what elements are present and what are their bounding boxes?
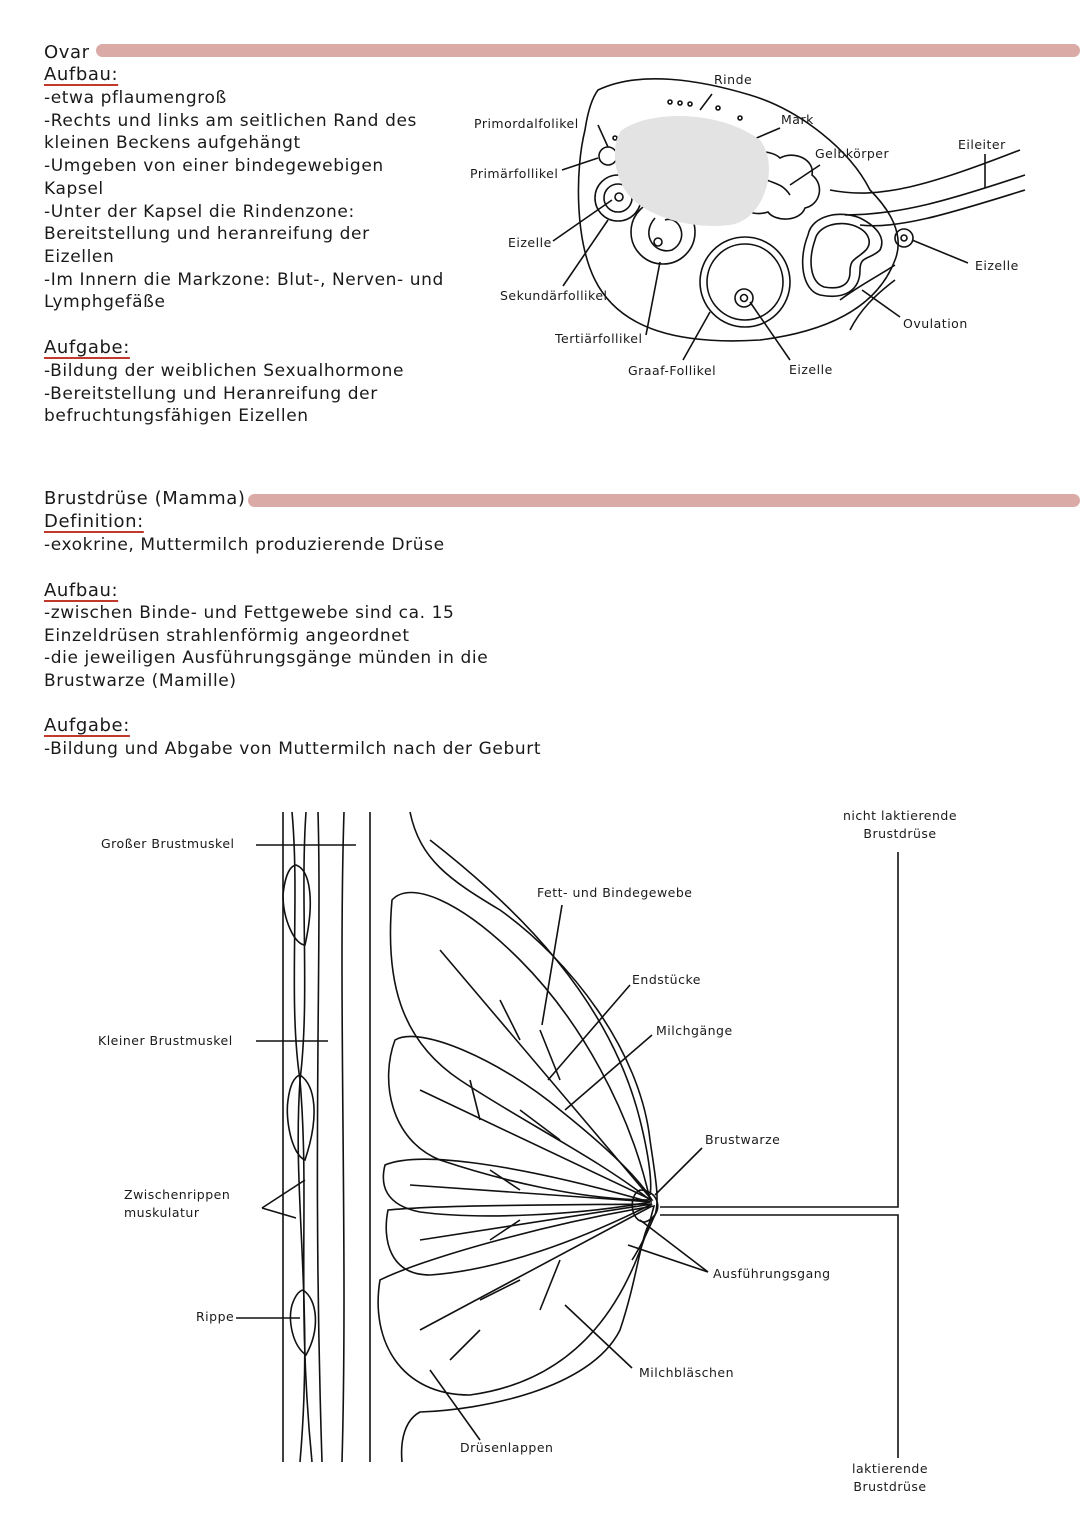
label-laktierende-brustdruese: laktierende Brustdrüse bbox=[851, 1461, 929, 1494]
label-ausfuehrungsgang: Ausführungsgang bbox=[713, 1266, 831, 1281]
ovar-aufbau-line: Kapsel bbox=[44, 178, 104, 199]
brust-heading: Brustdrüse (Mamma) bbox=[44, 488, 246, 509]
label-eizelle-bottom: Eizelle bbox=[789, 362, 833, 377]
label-eizelle-right: Eizelle bbox=[975, 258, 1019, 273]
ovar-aufgabe-line: befruchtungsfähigen Eizellen bbox=[44, 406, 309, 427]
brust-aufbau-line: Einzeldrüsen strahlenförmig angeordnet bbox=[44, 625, 410, 646]
ovar-aufbau-line: -Rechts und links am seitlichen Rand des bbox=[44, 110, 417, 131]
label-primordialfollikel: Primordalfolikel bbox=[474, 116, 579, 131]
ovar-aufbau-line: -Unter der Kapsel die Rindenzone: bbox=[44, 201, 355, 222]
label-eileiter: Eileiter bbox=[958, 137, 1006, 152]
ovar-aufbau-line: Bereitstellung und heranreifung der bbox=[44, 224, 370, 245]
label-rippe: Rippe bbox=[196, 1309, 235, 1324]
brust-definition-list: -exokrine, Muttermilch produzierende Drü… bbox=[44, 534, 445, 557]
brust-aufgabe-list: -Bildung und Abgabe von Muttermilch nach… bbox=[44, 738, 541, 761]
ovar-aufgabe-list: -Bildung der weiblichen Sexualhormone-Be… bbox=[44, 360, 404, 428]
brust-heading-bar bbox=[248, 494, 1080, 507]
ovar-aufbau-line: Eizellen bbox=[44, 246, 115, 267]
brust-aufbau-line: Brustwarze (Mamille) bbox=[44, 671, 237, 692]
brust-aufgabe-line: -Bildung und Abgabe von Muttermilch nach… bbox=[44, 739, 542, 759]
ovar-heading: Ovar bbox=[44, 42, 90, 63]
brust-aufbau-line: -die jeweiligen Ausführungsgänge münden … bbox=[44, 648, 489, 669]
label-kleiner-brustmuskel: Kleiner Brustmuskel bbox=[98, 1033, 233, 1048]
label-zwischenrippenmuskulatur: Zwischenrippen muskulatur bbox=[124, 1187, 231, 1220]
brust-definition-title: Definition: bbox=[44, 511, 144, 532]
label-druesenlappen: Drüsenlappen bbox=[460, 1440, 554, 1455]
label-primaerfollikel: Primärfollikel bbox=[470, 166, 559, 181]
label-graaf-follikel: Graaf-Follikel bbox=[628, 363, 717, 378]
brust-aufbau-line: -zwischen Binde- und Fettgewebe sind ca.… bbox=[44, 603, 455, 623]
label-rinde: Rinde bbox=[714, 72, 753, 87]
label-brustwarze: Brustwarze bbox=[705, 1132, 781, 1147]
brust-aufbau-title: Aufbau: bbox=[44, 580, 119, 601]
label-ovulation: Ovulation bbox=[903, 316, 968, 331]
label-sekundaerfollikel: Sekundärfollikel bbox=[500, 288, 608, 303]
ovar-aufbau-title: Aufbau: bbox=[44, 64, 119, 85]
label-nicht-laktierende-brustdruese: nicht laktierende Brustdrüse bbox=[842, 808, 958, 841]
ovar-aufbau-line: -etwa pflaumengroß bbox=[44, 88, 227, 108]
ovar-diagram bbox=[552, 78, 1026, 361]
ovar-aufgabe-title: Aufgabe: bbox=[44, 337, 130, 358]
label-grosser-brustmuskel: Großer Brustmuskel bbox=[101, 836, 235, 851]
label-gelbkoerper: Gelbkörper bbox=[815, 146, 890, 161]
brust-definition-line: -exokrine, Muttermilch produzierende Drü… bbox=[44, 535, 445, 555]
label-milchblaeschen: Milchbläschen bbox=[639, 1365, 735, 1380]
ovar-aufgabe-line: -Bereitstellung und Heranreifung der bbox=[44, 383, 378, 404]
label-tertiaerfollikel: Tertiärfollikel bbox=[555, 331, 643, 346]
ovar-aufbau-line: -Umgeben von einer bindegewebigen bbox=[44, 156, 384, 177]
brust-aufgabe-title: Aufgabe: bbox=[44, 715, 130, 736]
label-eizelle-left: Eizelle bbox=[508, 235, 552, 250]
ovar-aufbau-line: kleinen Beckens aufgehängt bbox=[44, 133, 301, 154]
label-mark: Mark bbox=[781, 112, 814, 127]
label-endstuecke: Endstücke bbox=[632, 972, 701, 987]
ovar-heading-bar bbox=[96, 44, 1080, 57]
ovar-aufgabe-line: -Bildung der weiblichen Sexualhormone bbox=[44, 361, 405, 381]
ovar-aufbau-line: -Im Innern die Markzone: Blut-, Nerven- … bbox=[44, 269, 444, 290]
ovar-aufbau-line: Lymphgefäße bbox=[44, 292, 166, 313]
brust-aufbau-list: -zwischen Binde- und Fettgewebe sind ca.… bbox=[44, 602, 488, 693]
ovar-aufbau-list: -etwa pflaumengroß-Rechts und links am s… bbox=[44, 87, 444, 314]
label-milchgaenge: Milchgänge bbox=[656, 1023, 733, 1038]
label-fett-bindegewebe: Fett- und Bindegewebe bbox=[537, 885, 693, 900]
